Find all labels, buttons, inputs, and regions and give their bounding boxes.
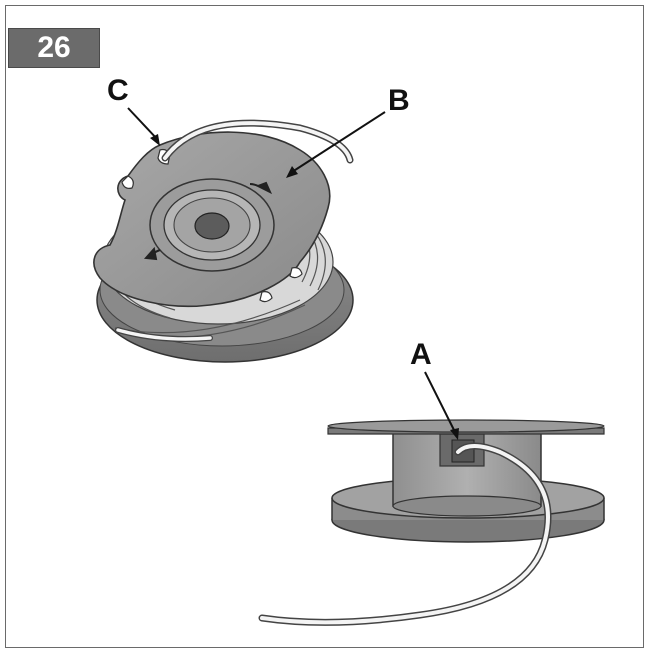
top-spool (93, 119, 354, 363)
callout-label-b: B (388, 84, 410, 117)
callout-leader-c (127, 107, 160, 146)
top-spool-center-hole (194, 212, 230, 240)
callout-leader-b (286, 111, 386, 178)
callout-label-c: C (107, 74, 129, 107)
direction-arrow-icon (249, 181, 273, 195)
callout-leader-a (424, 371, 459, 440)
step-number-badge: 26 (8, 28, 100, 68)
direction-arrow-icon (143, 246, 161, 261)
bottom-spool (258, 419, 605, 626)
callout-label-a: A (410, 338, 432, 371)
